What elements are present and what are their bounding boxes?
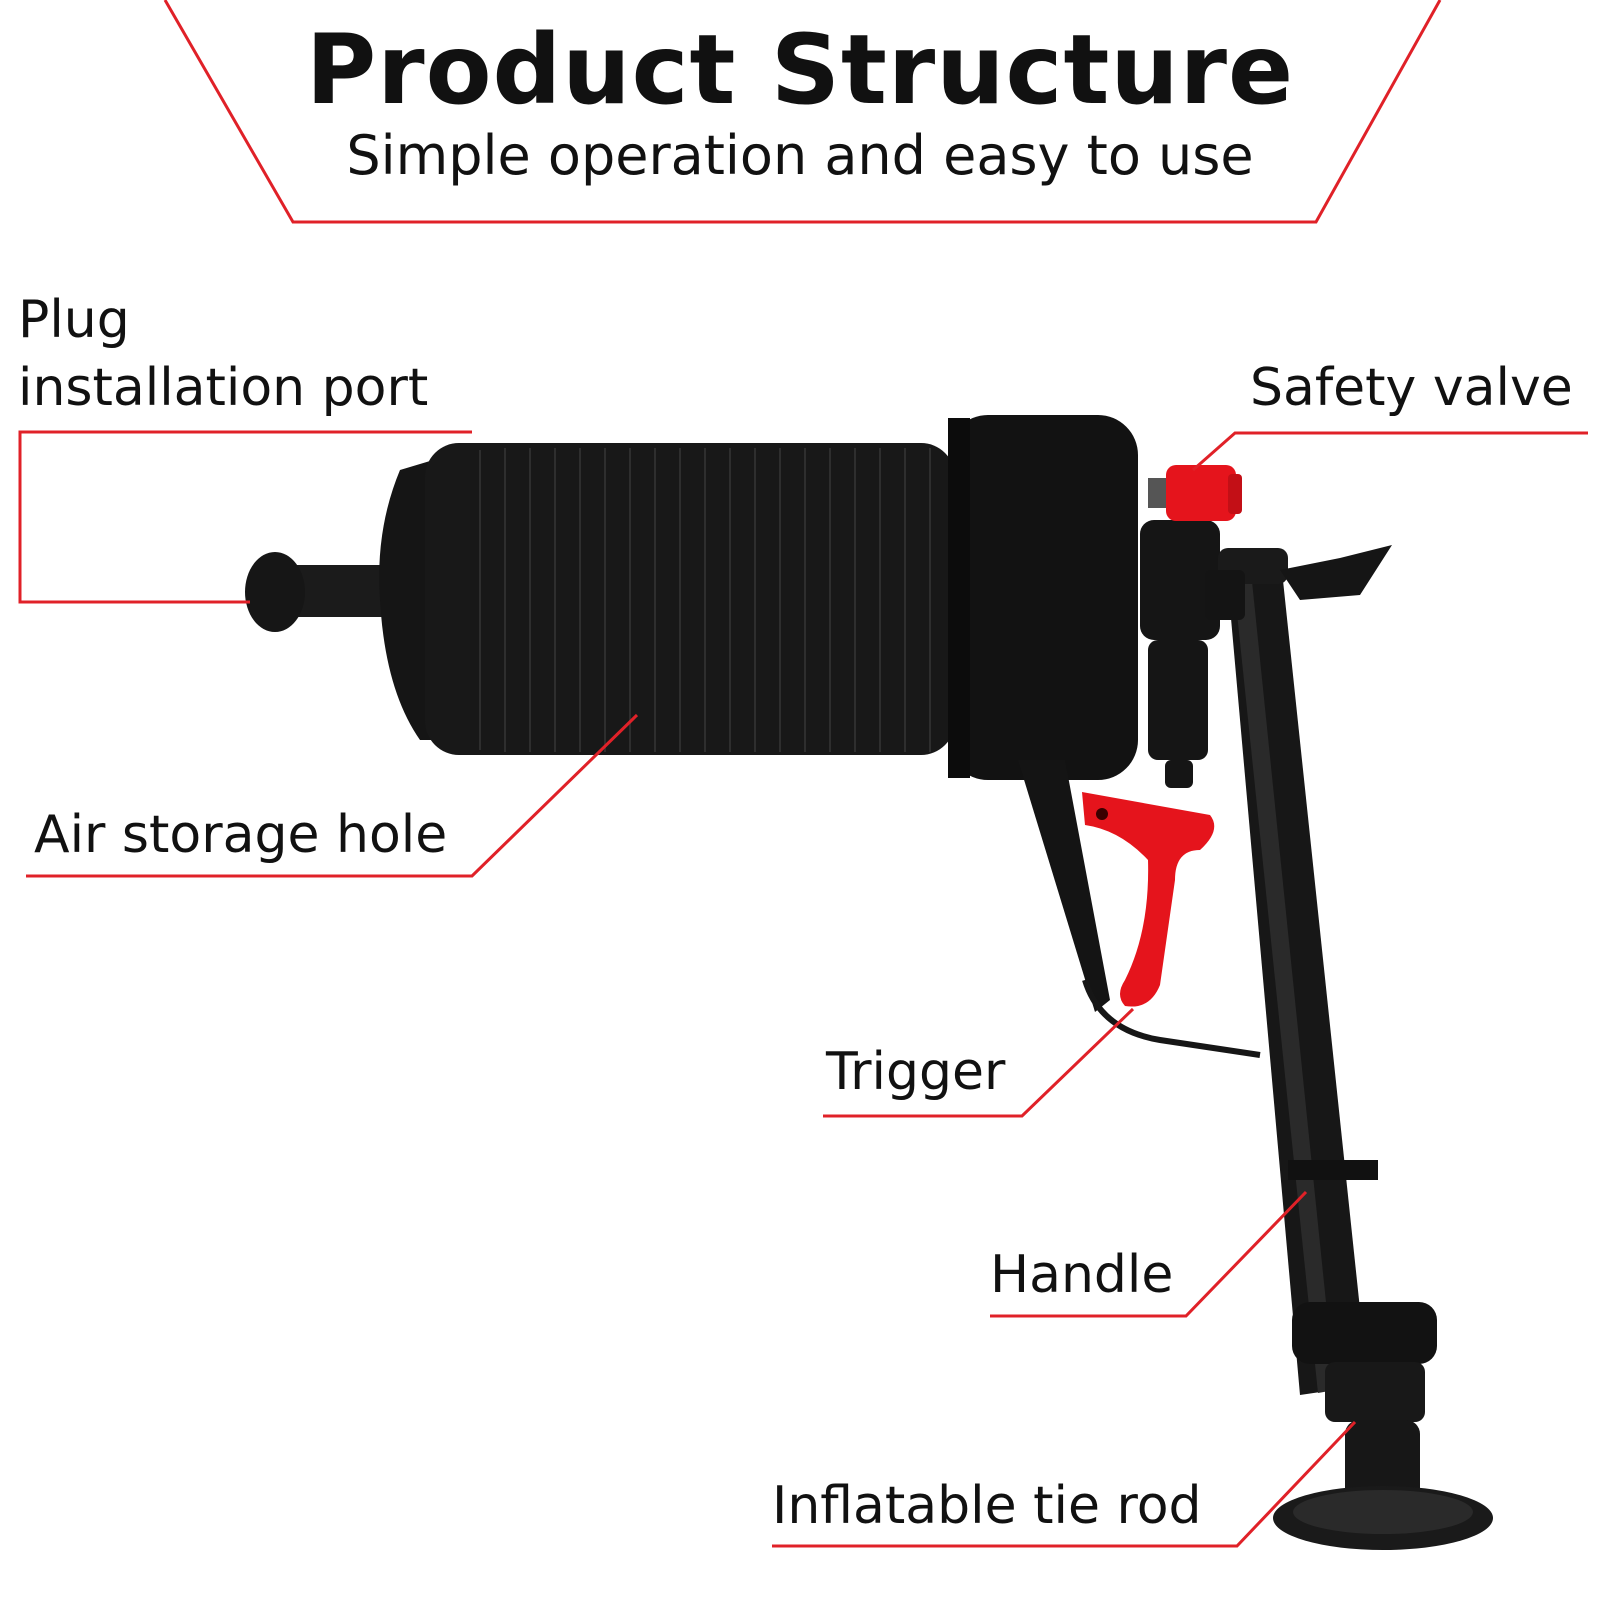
label-handle: Handle (990, 1245, 1174, 1305)
trigger-leader (823, 1007, 1135, 1118)
trigger-lever (1082, 792, 1215, 1007)
plunger-gun (245, 415, 1493, 1550)
label-trigger: Trigger (826, 1042, 1006, 1102)
cylinder-cap (948, 415, 1138, 780)
label-inflatable-tie-rod: Inflatable tie rod (772, 1476, 1202, 1536)
label-air-storage-hole: Air storage hole (34, 805, 448, 865)
valve-body (1140, 520, 1220, 640)
air-cylinder (425, 443, 955, 755)
page-title: Product Structure (305, 14, 1295, 126)
label-safety-valve: Safety valve (1250, 358, 1573, 418)
tie-rod-leader (772, 1420, 1357, 1548)
header-frame (163, 0, 1442, 224)
safety-valve-leader (1192, 431, 1588, 472)
safety-valve-knob (1166, 465, 1236, 521)
nozzle-stem (270, 565, 410, 617)
handle-ring (1292, 1302, 1437, 1364)
label-plug-line1: Plug (18, 290, 130, 350)
handle-leader (990, 1190, 1308, 1318)
callout-leaders (18, 430, 1588, 1548)
plug-leader (18, 430, 472, 604)
nozzle-ball (245, 552, 305, 632)
label-plug-line2: installation port (18, 358, 429, 418)
page-subtitle: Simple operation and easy to use (346, 124, 1254, 187)
air-storage-leader (26, 713, 639, 878)
